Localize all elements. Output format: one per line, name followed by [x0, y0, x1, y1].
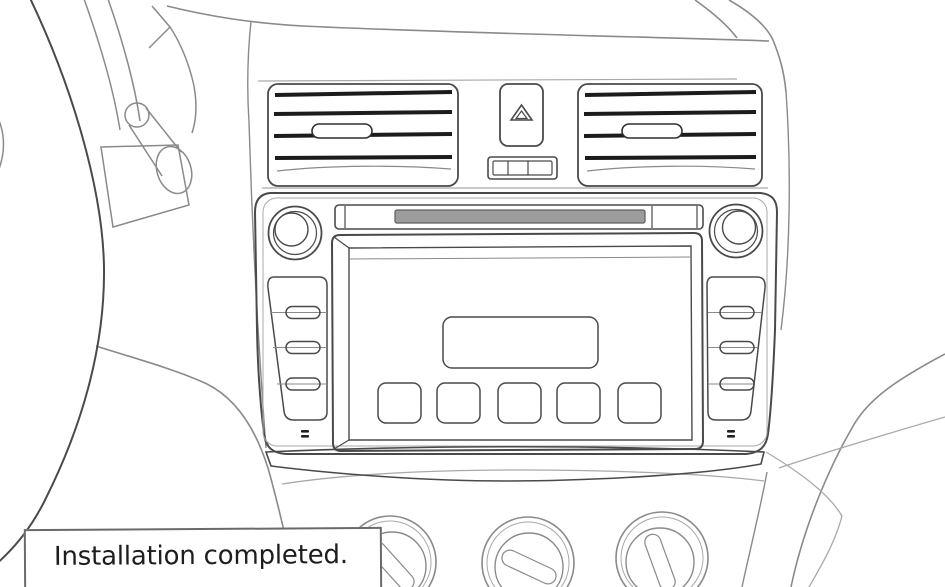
climate-knob-3: [615, 511, 709, 587]
screen-bezel-bevels: [333, 236, 350, 450]
dash-top-curve-right: [728, 0, 787, 93]
left-knob: [267, 205, 323, 261]
right-vent-lip: [586, 165, 756, 172]
soft-button-3: [497, 382, 542, 424]
right-grille-mark: [727, 430, 735, 438]
right-vent-handle: [621, 123, 683, 139]
soft-button-2: [436, 382, 481, 424]
dash-top-curve-left: [694, 0, 738, 39]
column-cowl-right-edge: [169, 26, 197, 134]
left-vent-slats: [273, 90, 453, 160]
right-column-section-lines: [708, 312, 762, 385]
hazard-triangle-icon: [509, 103, 534, 121]
hazard-button: [499, 83, 544, 147]
left-button-column: [267, 276, 328, 438]
left-column-frame: [267, 276, 328, 421]
head-unit: [253, 192, 779, 482]
turn-signal-stalk-base: [155, 145, 193, 195]
column-lower-block: [100, 144, 190, 228]
right-dash-contour-parallel: [765, 451, 843, 587]
right-knob-cap: [721, 210, 757, 245]
climate-knob-2: [481, 516, 575, 587]
left-knob-mid-ring: [272, 210, 318, 256]
sensor-strip-inner: [492, 160, 553, 176]
steering-wheel-rim: [0, 0, 106, 563]
status-caption-text: Installation completed.: [53, 540, 348, 572]
dashboard-contours: [95, 0, 945, 587]
right-column-button-3: [719, 377, 755, 391]
head-unit-bottom-trim: [264, 445, 766, 482]
right-air-vent: [577, 83, 763, 187]
hazard-switch: [499, 83, 544, 147]
right-dash-contour-cross: [778, 416, 945, 469]
column-cowl-line-1: [83, 0, 121, 131]
air-vents: [267, 83, 763, 187]
screen-soft-buttons: [377, 382, 662, 424]
console-right-edge: [780, 91, 790, 331]
right-vent-slats: [583, 90, 757, 160]
sensor-strip-frame: [487, 156, 558, 180]
steering-area: [0, 0, 197, 563]
cd-slot: [394, 209, 646, 224]
column-cowl-line-2: [107, 0, 141, 122]
right-knob-outer-ring: [708, 203, 764, 259]
right-column-button-1: [719, 305, 755, 320]
screen-top-band-line: [348, 256, 692, 260]
sensor-strip: [487, 156, 558, 180]
soft-button-5: [617, 382, 662, 424]
left-vent-handle: [311, 123, 373, 139]
hazard-triangle-icon-inner: [514, 109, 529, 120]
soft-button-1: [377, 382, 422, 424]
status-caption-box: Installation completed.: [23, 526, 383, 587]
right-knob: [708, 203, 764, 259]
left-column-button-2: [285, 340, 321, 355]
left-air-vent: [267, 83, 459, 187]
right-column-button-2: [719, 340, 755, 355]
left-knob-cap: [274, 212, 309, 247]
right-column-frame: [706, 276, 766, 421]
right-dash-contour-dark: [790, 353, 945, 587]
screen-bezel: [330, 231, 705, 453]
left-knob-outer-ring: [267, 205, 323, 261]
left-vent-frame: [267, 83, 459, 187]
cd-slot-frame: [334, 204, 704, 230]
soft-button-4: [556, 382, 601, 424]
lower-console-right-edge: [741, 471, 768, 587]
console-left-edge: [247, 20, 267, 449]
right-vent-frame: [577, 83, 763, 187]
cd-slot-assembly: [334, 204, 704, 230]
turn-signal-stalk-knob: [124, 102, 150, 128]
wiper-stalk-lines: [148, 5, 172, 49]
climate-knobs: [343, 511, 709, 587]
steering-wheel-inner-rim: [0, 121, 5, 169]
screen-display-window: [442, 316, 599, 369]
right-knob-mid-ring: [713, 208, 759, 254]
right-button-column: [706, 276, 766, 438]
left-column-button-3: [285, 377, 321, 391]
left-vent-lip: [276, 165, 452, 172]
cd-slot-dividers: [344, 206, 698, 228]
dash-top-edge: [166, 5, 770, 42]
screen-surface: [348, 245, 693, 441]
display-screen: [330, 231, 705, 453]
left-column-button-1: [285, 305, 321, 320]
sensor-strip-dividers: [507, 161, 529, 175]
left-grille-mark: [301, 430, 309, 438]
turn-signal-stalk-lever: [128, 107, 182, 177]
vent-recess-top-line: [257, 78, 738, 82]
head-unit-plate: [253, 192, 779, 455]
